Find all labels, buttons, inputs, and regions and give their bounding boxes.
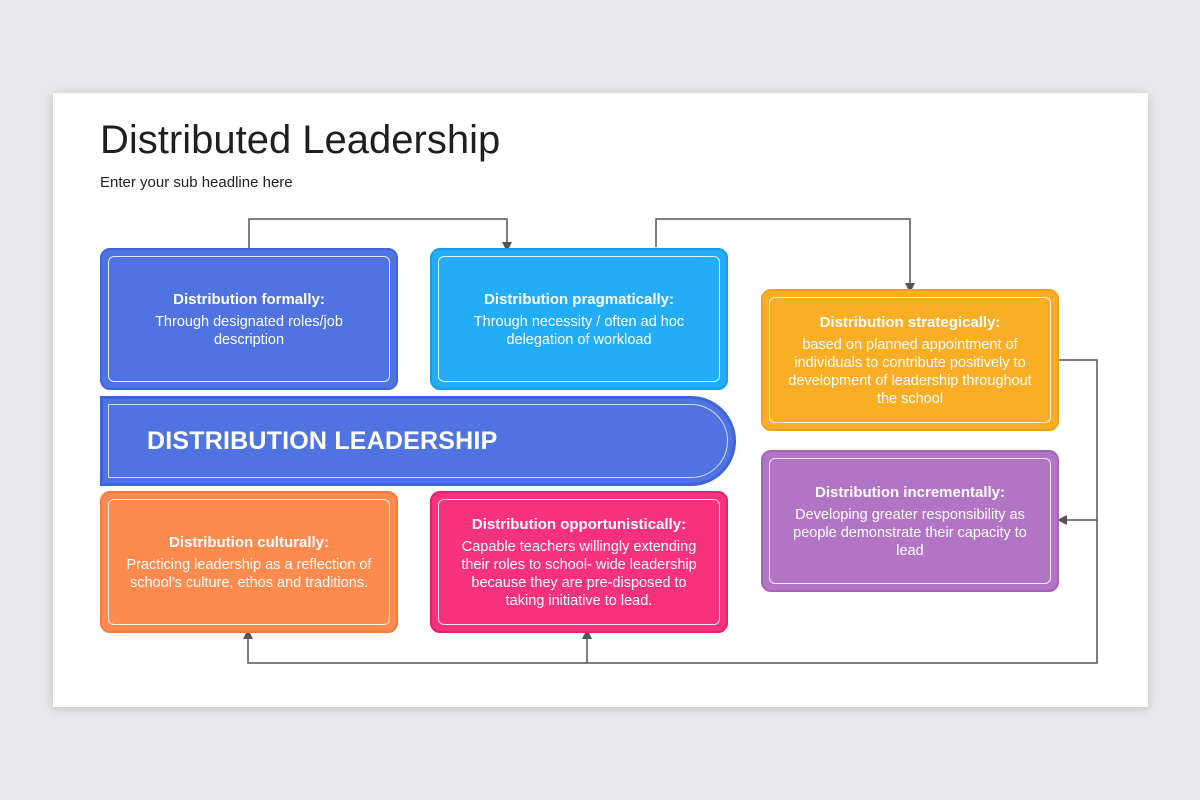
box-opportunistically-desc: Capable teachers willingly extending the… xyxy=(461,538,697,609)
banner-label: DISTRIBUTION LEADERSHIP xyxy=(147,426,498,455)
box-pragmatically: Distribution pragmatically: Through nece… xyxy=(430,248,728,390)
box-culturally-title: Distribution culturally: xyxy=(168,533,329,551)
slide-title: Distributed Leadership xyxy=(100,118,501,162)
box-incrementally: Distribution incrementally: Developing g… xyxy=(761,450,1059,592)
box-formally-title: Distribution formally: xyxy=(173,290,325,308)
box-pragmatically-desc: Through necessity / often ad hoc delegat… xyxy=(473,313,685,348)
slide-subtitle: Enter your sub headline here xyxy=(100,174,293,191)
box-pragmatically-title: Distribution pragmatically: xyxy=(483,290,675,308)
box-strategically-desc: based on planned appointment of individu… xyxy=(788,336,1032,407)
box-opportunistically: Distribution opportunistically: Capable … xyxy=(430,491,728,633)
distribution-leadership-banner: DISTRIBUTION LEADERSHIP xyxy=(100,396,736,486)
box-formally: Distribution formally: Through designate… xyxy=(100,248,398,390)
box-culturally: Distribution culturally: Practicing lead… xyxy=(100,491,398,633)
box-incrementally-desc: Developing greater responsibility as peo… xyxy=(793,506,1027,559)
box-opportunistically-title: Distribution opportunistically: xyxy=(471,515,687,533)
box-strategically-title: Distribution strategically: xyxy=(819,313,1001,331)
box-strategically: Distribution strategically: based on pla… xyxy=(761,289,1059,431)
box-incrementally-title: Distribution incrementally: xyxy=(814,483,1006,501)
box-formally-desc: Through designated roles/job description xyxy=(155,313,343,348)
box-culturally-desc: Practicing leadership as a reflection of… xyxy=(126,556,372,591)
